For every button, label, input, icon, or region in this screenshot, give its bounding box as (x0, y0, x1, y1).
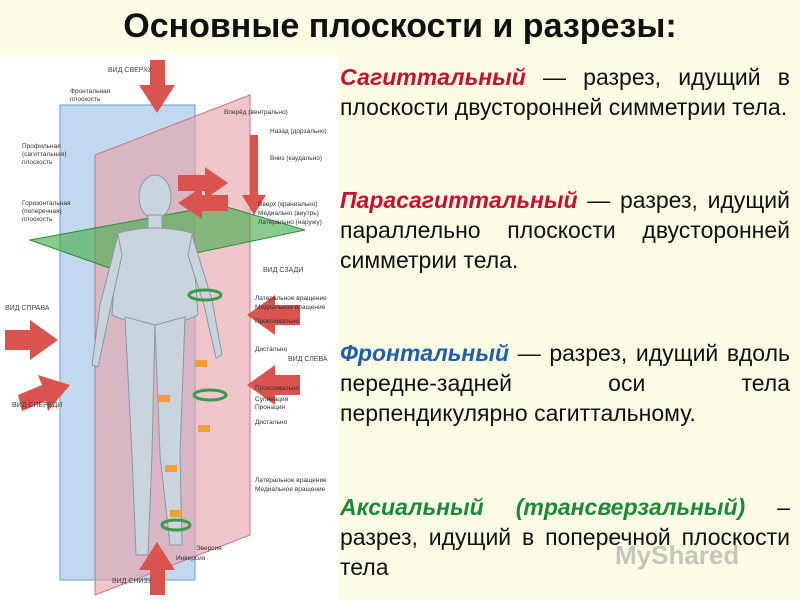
definition-text: разрез, идущий в плоскости двусторонней … (340, 64, 790, 120)
profile-plane-label: Профильная (сагиттальная) плоскость (22, 143, 67, 166)
view-label-left: ВИД СЛЕВА (288, 356, 328, 363)
separator: — (577, 187, 621, 213)
direction-label: Латерально (наружу) (258, 219, 322, 226)
direction-label: Проксимально (255, 318, 300, 325)
rotation-rings (160, 288, 228, 532)
direction-label: Дистально (255, 346, 288, 353)
direction-label: Медиальное вращение (255, 486, 326, 493)
view-label-right: ВИД СПРАВА (5, 305, 50, 312)
direction-label: Вниз (каудально) (270, 155, 323, 162)
view-label-back: ВИД СЗАДИ (263, 267, 304, 274)
definition-frontal: Фронтальный — разрез, идущий вдоль перед… (340, 338, 790, 428)
definition-text: разрез, идущий в поперечной плоскости те… (340, 524, 790, 580)
separator: — (509, 340, 550, 366)
term-frontal: Фронтальный (340, 340, 510, 366)
anatomy-figure: ВИД СВЕРХУ ВИД СПРАВА ВИД СПЕРЕДИ ВИД СЗ… (0, 55, 338, 600)
direction-label: Латеральное вращение (255, 477, 327, 484)
motion-tags (158, 360, 210, 517)
separator: — (525, 64, 584, 90)
term-sagittal: Сагиттальный (340, 64, 526, 90)
frontal-plane-label: Фронтальная плоскость (70, 88, 111, 103)
view-label-top: ВИД СВЕРХУ (108, 67, 153, 74)
definition-sagittal: Сагиттальный — разрез, идущий в плоскост… (340, 62, 790, 122)
anatomy-planes-illustration (5, 60, 306, 596)
view-label-front: ВИД СПЕРЕДИ (12, 402, 63, 409)
definition-axial: Аксиальный (трансверзальный) – разрез, и… (340, 492, 790, 582)
view-arrows (5, 60, 300, 595)
watermark-logo: MyShared (615, 540, 740, 570)
term-parasagittal: Парасагиттальный (340, 187, 578, 213)
direction-label: Дистально (255, 419, 288, 426)
definition-text: разрез, идущий вдоль передне-задней оси … (340, 340, 790, 426)
horizontal-plane-label: Горизонтальная (поперечная) плоскость (22, 200, 71, 223)
definitions-panel: Сагиттальный — разрез, идущий в плоскост… (338, 60, 792, 600)
direction-label: Медиальное вращение (255, 304, 326, 311)
direction-label: Пронация (255, 404, 285, 411)
definition-text: разрез, идущий параллельно плоскости дву… (340, 187, 790, 273)
direction-label: Вверх (краниально) (258, 201, 318, 208)
human-body (91, 174, 223, 556)
direction-label: Супинация (255, 396, 289, 403)
direction-label: Проксимально (255, 385, 300, 392)
direction-label: Латеральное вращение (255, 295, 327, 302)
direction-label: Медиально (внутрь) (258, 210, 319, 217)
direction-label: Назад (дорзально) (270, 128, 327, 135)
separator: – (745, 494, 790, 520)
slide-title: Основные плоскости и разрезы: (123, 7, 677, 45)
view-label-bottom: ВИД СНИЗУ (112, 578, 153, 585)
direction-label: Инверсия (176, 555, 206, 562)
term-axial: Аксиальный (трансверзальный) (340, 494, 746, 520)
definition-parasagittal: Парасагиттальный — разрез, идущий паралл… (340, 185, 790, 275)
direction-label: Вперёд (вентрально) (224, 109, 288, 116)
direction-label: Эверсия (196, 545, 222, 552)
